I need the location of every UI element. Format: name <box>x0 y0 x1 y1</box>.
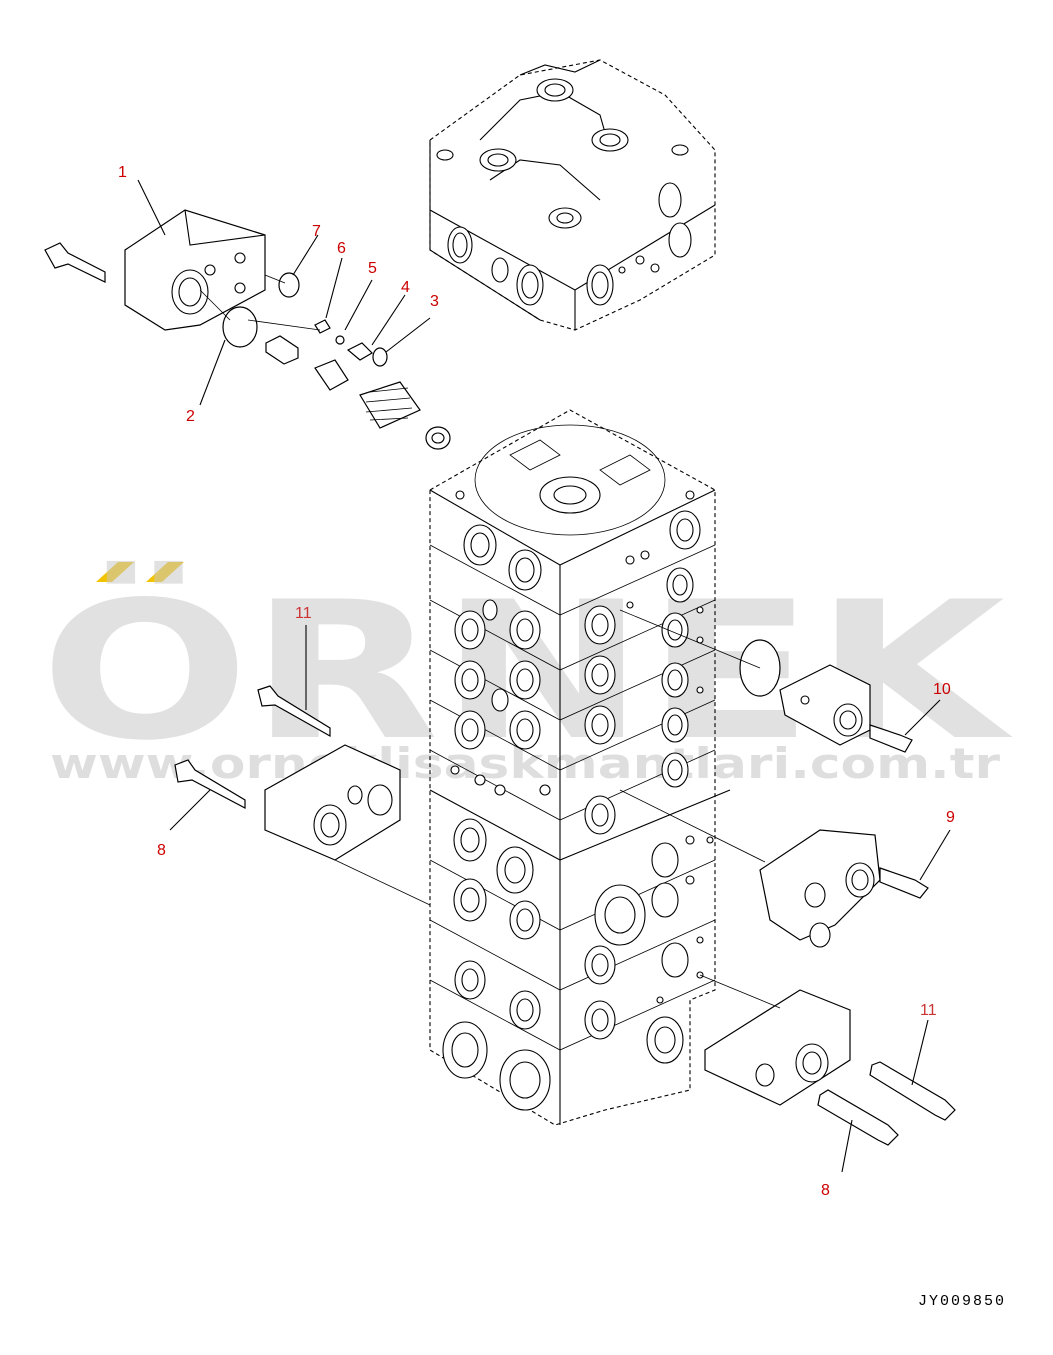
callout-7: 7 <box>312 223 321 240</box>
callout-8-left: 8 <box>157 842 166 859</box>
watermark-accent-left <box>96 562 134 582</box>
callout-11-right: 11 <box>920 1002 937 1019</box>
callout-1: 1 <box>118 164 127 181</box>
callout-4: 4 <box>401 279 410 296</box>
callouts: 1 2 3 4 5 6 7 8 8 9 10 11 11 <box>118 164 955 1199</box>
callout-9: 9 <box>946 809 955 826</box>
exploded-parts <box>44 209 451 450</box>
watermark-accent-right <box>146 562 184 582</box>
callout-11-left: 11 <box>295 605 312 622</box>
callout-10: 10 <box>933 681 951 698</box>
upper-valve-body <box>429 59 716 331</box>
leader-lines <box>137 179 951 1173</box>
right-side-parts <box>619 609 956 1146</box>
callout-2: 2 <box>186 408 195 425</box>
callout-6: 6 <box>337 240 346 257</box>
callout-8-right: 8 <box>821 1182 830 1199</box>
callout-5: 5 <box>368 260 377 277</box>
left-side-parts <box>174 685 431 906</box>
main-valve-stack <box>429 409 731 1126</box>
callout-3: 3 <box>430 293 439 310</box>
drawing-id: JY009850 <box>918 1293 1006 1310</box>
